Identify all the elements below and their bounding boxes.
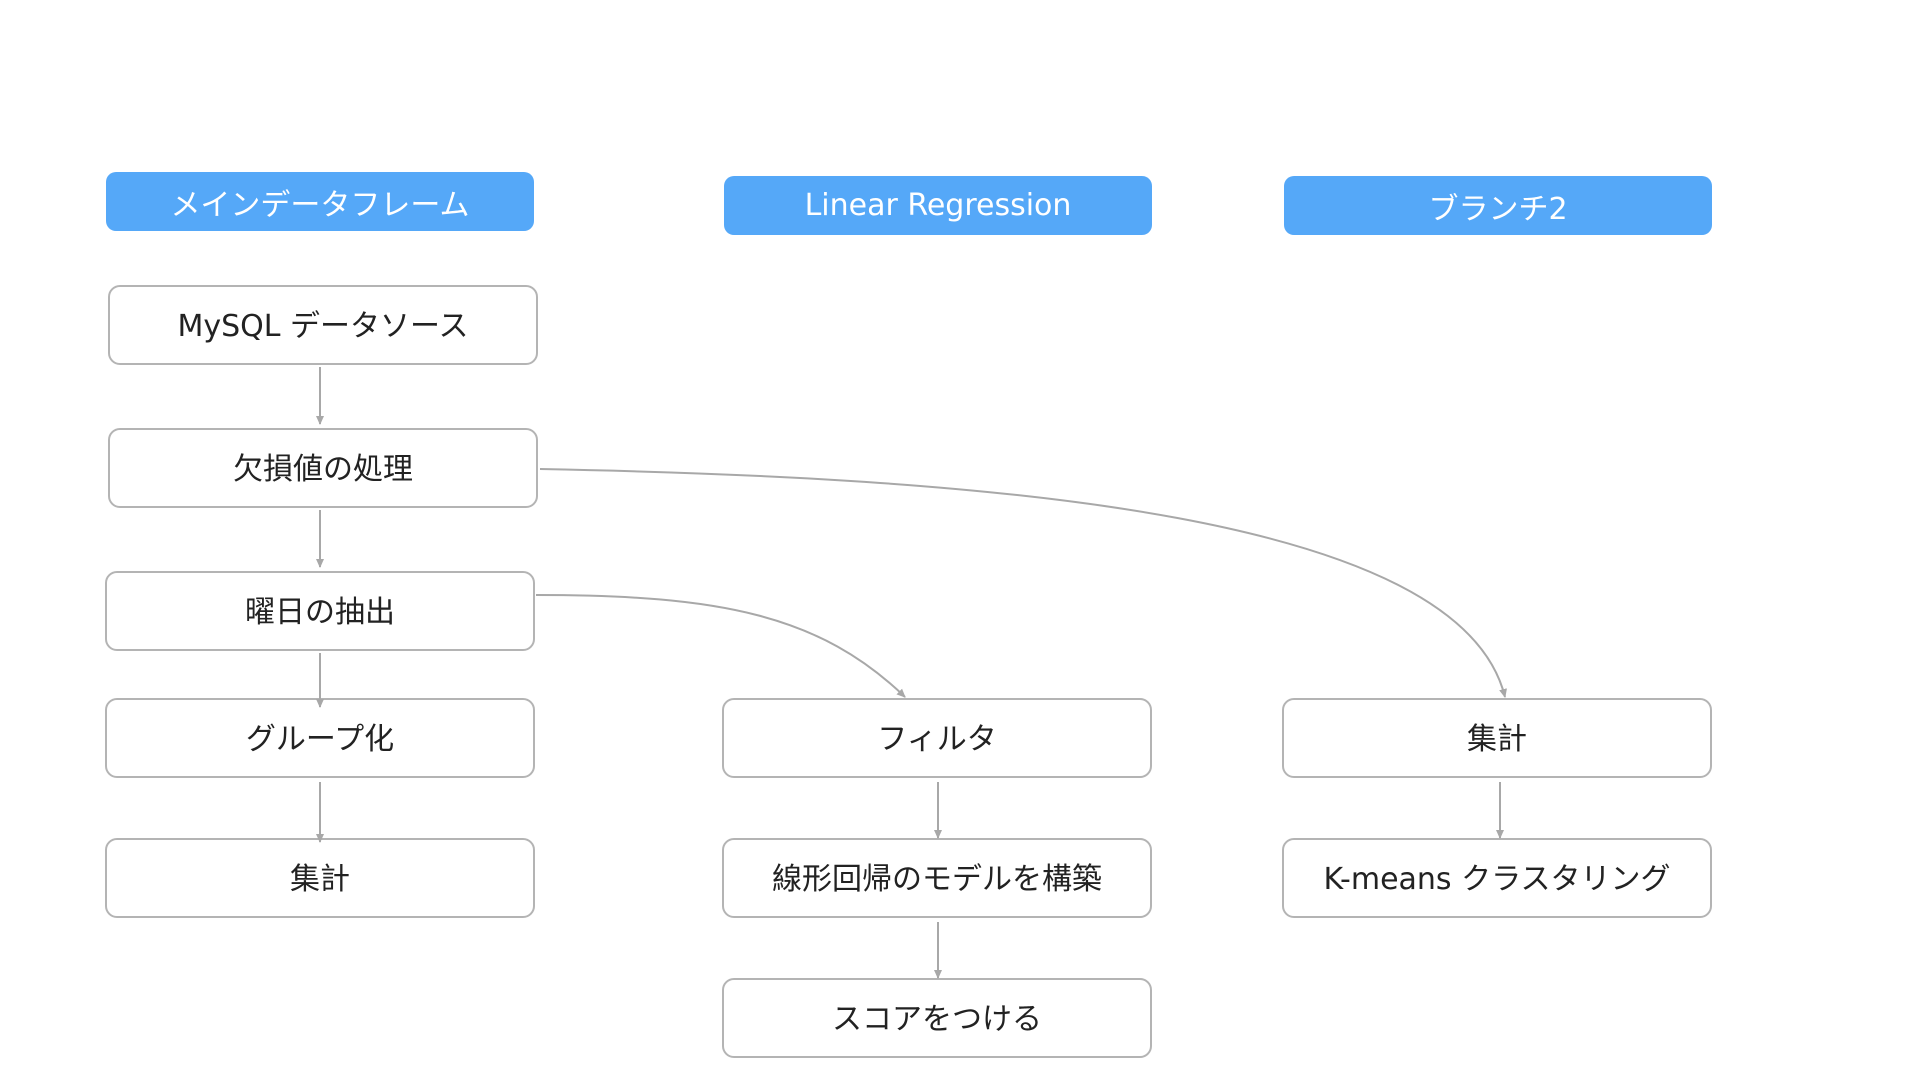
step-aggregation-main: 集計	[105, 838, 535, 918]
step-scoring: スコアをつける	[722, 978, 1152, 1058]
step-filter: フィルタ	[722, 698, 1152, 778]
column-header-main: メインデータフレーム	[106, 172, 534, 231]
step-weekday-extraction: 曜日の抽出	[105, 571, 535, 651]
step-build-linear-regression-model: 線形回帰のモデルを構築	[722, 838, 1152, 918]
column-header-branch2: ブランチ2	[1284, 176, 1712, 235]
connector-weekday-to-filter	[535, 594, 906, 698]
column-header-linear-regression: Linear Regression	[724, 176, 1152, 235]
connector-missing-to-branch2-aggregation	[539, 468, 1507, 698]
step-kmeans-clustering: K-means クラスタリング	[1282, 838, 1712, 918]
step-grouping: グループ化	[105, 698, 535, 778]
step-aggregation-branch2: 集計	[1282, 698, 1712, 778]
step-missing-value-handling: 欠損値の処理	[108, 428, 538, 508]
step-mysql-datasource: MySQL データソース	[108, 285, 538, 365]
